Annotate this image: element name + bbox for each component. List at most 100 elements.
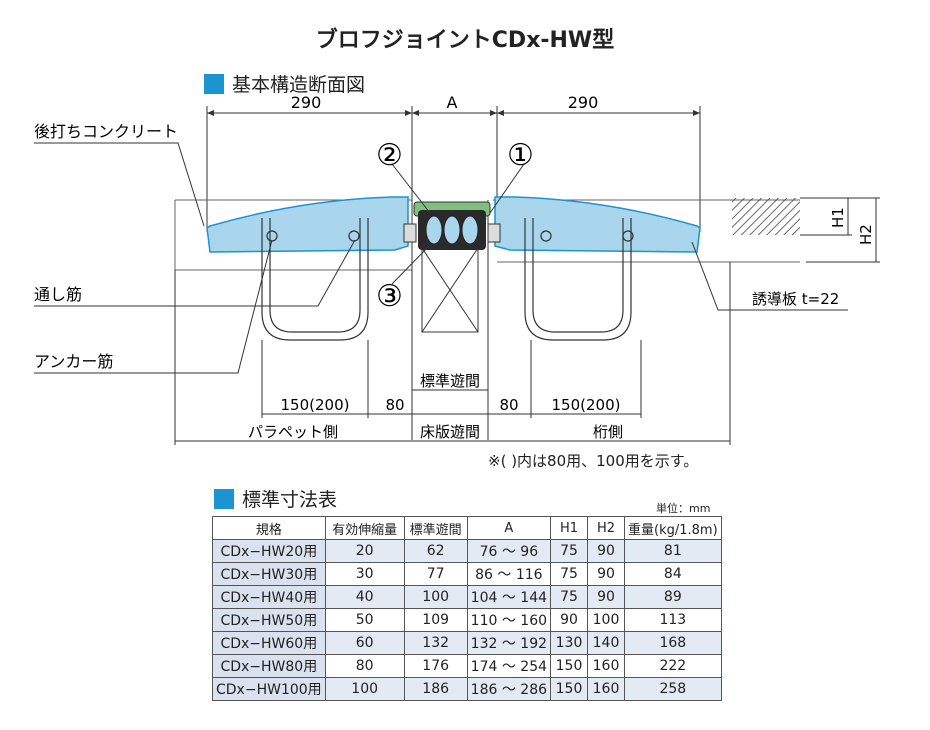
table-cell: 132 〜 192 [466,631,552,655]
label-anchor-bar: アンカー筋 [34,352,113,371]
dim-center-top-text: A [447,93,458,112]
header-cell: H1 [550,516,589,540]
table-cell: 62 [403,539,468,563]
header-cell: 重量(kg/1.8m) [624,516,722,540]
page-title: ブロフジョイントCDx-HW型 [315,28,615,53]
label-h2: H2 [857,224,875,245]
dim-right-top-text: 290 [568,93,599,112]
dim-left-bottom-text: 150(200) [281,396,350,414]
section-heading-table: 標準寸法表 [214,485,337,512]
table-cell: 100 [324,677,405,701]
table-cell: 75 [550,562,589,586]
table-cell: 90 [587,539,626,563]
table-cell: 84 [624,562,722,586]
header-cell: A [466,516,552,540]
right-anchor-bars [524,218,634,341]
top-dimensions [206,106,701,232]
table-cell: 89 [624,585,722,609]
table-cell: 40 [324,585,405,609]
header-cell: 有効伸縮量 [324,516,405,540]
table-cell: 186 [403,677,468,701]
table-cell: 86 〜 116 [466,562,552,586]
table-cell: 160 [587,654,626,678]
label-slab-gap: 床版遊間 [420,423,480,441]
table-cell: 80 [324,654,405,678]
label-girder: 桁側 [593,423,623,441]
dim-right-80-text: 80 [499,396,518,414]
table-cell: 174 〜 254 [466,654,552,678]
callout-2: ② [376,138,403,173]
table-cell: 140 [587,631,626,655]
cross-section-diagram: 290 A 290 [34,93,880,445]
table-cell: 75 [550,539,589,563]
row-name-cell: CDx−HW60用 [212,631,326,655]
left-guide-plate [206,196,409,253]
section-heading-text: 基本構造断面図 [232,74,366,96]
header-cell: H2 [587,516,626,540]
table-cell: 258 [624,677,722,701]
table-header-row: 規格 有効伸縮量 標準遊間 A H1 H2 重量(kg/1.8m) [212,516,722,540]
table-cell: 109 [403,608,468,632]
label-h1: H1 [829,207,847,228]
row-name-cell: CDx−HW100用 [212,677,326,701]
label-standard-gap: 標準遊間 [420,372,480,390]
anchor-bar-leader [34,239,273,374]
table-cell: 168 [624,631,722,655]
label-concrete: 後打ちコンクリート [34,122,178,141]
table-cell: 113 [624,608,722,632]
top-dimension-arrows [207,110,700,116]
seal-assembly [403,201,501,250]
dim-left-top-text: 290 [291,93,322,112]
table-cell: 132 [403,631,468,655]
section-heading-text: 標準寸法表 [242,489,338,511]
dim-right-bottom-text: 150(200) [552,396,621,414]
right-guide-plate [494,196,701,253]
row-name-cell: CDx−HW40用 [212,585,326,609]
table-cell: 110 〜 160 [466,608,552,632]
dimension-table: 規格 有効伸縮量 標準遊間 A H1 H2 重量(kg/1.8m) CDx−HW… [212,516,722,701]
height-dimensions [800,197,880,263]
guide-plate-leader [691,241,848,311]
concrete-leader [34,142,205,227]
table-cell: 100 [403,585,468,609]
table-cell: 20 [324,539,405,563]
callout-leaders [391,163,525,285]
label-parapet: パラペット側 [248,423,338,441]
table-cell: 50 [324,608,405,632]
row-name-cell: CDx−HW50用 [212,608,326,632]
callout-3: ③ [376,279,403,314]
table-cell: 76 〜 96 [466,539,552,563]
header-cell: 規格 [212,516,326,540]
table-cell: 176 [403,654,468,678]
row-name-cell: CDx−HW30用 [212,562,326,586]
table-cell: 222 [624,654,722,678]
table-cell: 30 [324,562,405,586]
table-cell: 104 〜 144 [466,585,552,609]
existing-pavement-hatch [732,198,800,235]
table-cell: 130 [550,631,589,655]
callout-1: ① [507,138,534,173]
row-name-cell: CDx−HW20用 [212,539,326,563]
table-cell: 60 [324,631,405,655]
unit-label: 単位：mm [656,502,711,515]
table-cell: 90 [550,608,589,632]
table-cell: 75 [550,585,589,609]
dim-left-80-text: 80 [385,396,404,414]
footnote: ※( )内は80用、100用を示す。 [488,452,699,470]
table-cell: 90 [587,562,626,586]
table-cell: 77 [403,562,468,586]
bottom-dimensions [174,262,731,445]
through-bar-leader [34,239,356,307]
section-heading-structure: 基本構造断面図 [204,70,365,97]
label-through-bar: 通し筋 [34,285,82,304]
label-guide-plate: 誘導板 t=22 [752,290,839,308]
table-cell: 90 [587,585,626,609]
header-cell: 標準遊間 [403,516,468,540]
